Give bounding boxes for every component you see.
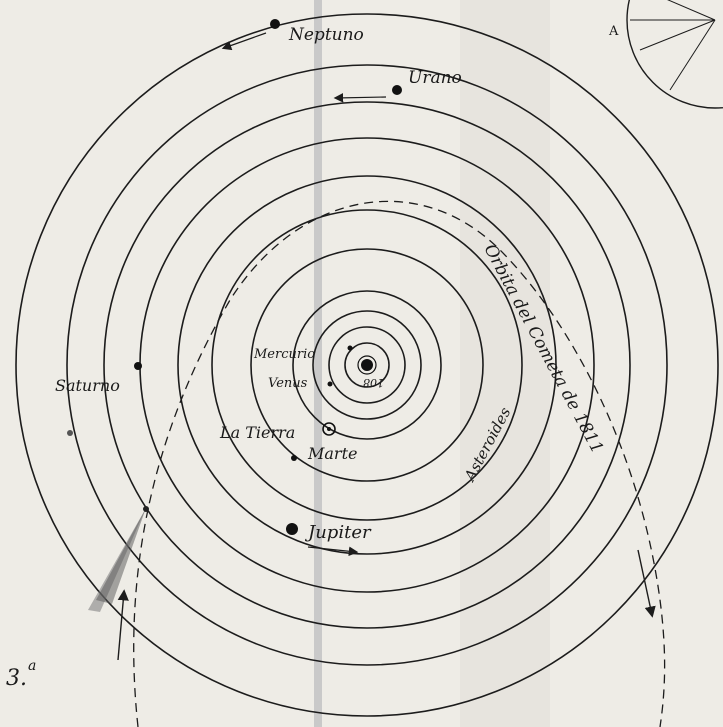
planet-mercury [347,345,353,351]
orbit-mars [292,290,442,440]
planet-earth [322,422,336,436]
neptune-arrow [221,32,267,51]
label-saturn: Saturno [55,376,120,395]
label-mercury: Mercurio [253,347,315,362]
orbit-jupiter [211,209,523,521]
comet [88,506,149,612]
orbit-outer-3 [103,101,631,629]
label-earth: La Tierra [219,423,295,442]
label-mars: Marte [307,444,357,463]
corner-inset [626,0,723,109]
planet-earth-core [327,427,331,431]
orbit-saturn [177,175,557,555]
label-neptune: Neptuno [288,25,364,45]
jupiter-arrow [307,546,359,557]
orbit-neptune [15,13,719,717]
orbit-uranus [66,64,668,666]
planet-venus [327,381,333,387]
comet-orbit [133,200,666,727]
paper-shade [460,0,550,727]
label-uranus: Urano [408,68,462,88]
planet-mars [291,455,297,461]
label-jupiter: Jupiter [304,522,372,543]
orbit-asteroids [250,248,484,482]
orbit-mercury [344,342,390,388]
figure-number: 3. [6,666,27,691]
uranus-arrow [333,93,387,103]
orbits [15,13,719,717]
planet-jupiter [286,523,298,535]
label-inner-number: 108 [363,376,384,389]
comet-arrow-right [637,549,656,618]
comet-arrow-left [117,589,129,661]
label-venus: Venus [268,376,308,391]
planet-saturn [134,362,142,370]
sun [361,359,373,371]
fold-band [314,0,322,727]
label-corner-letter: A [608,24,619,39]
figure-superscript: a [28,658,36,674]
saturn-moon [67,430,73,436]
sun-halo [357,355,377,375]
orbit-venus [328,326,406,404]
planet-neptune [270,19,280,29]
orbit-earth [312,310,422,420]
planet-uranus [392,85,402,95]
